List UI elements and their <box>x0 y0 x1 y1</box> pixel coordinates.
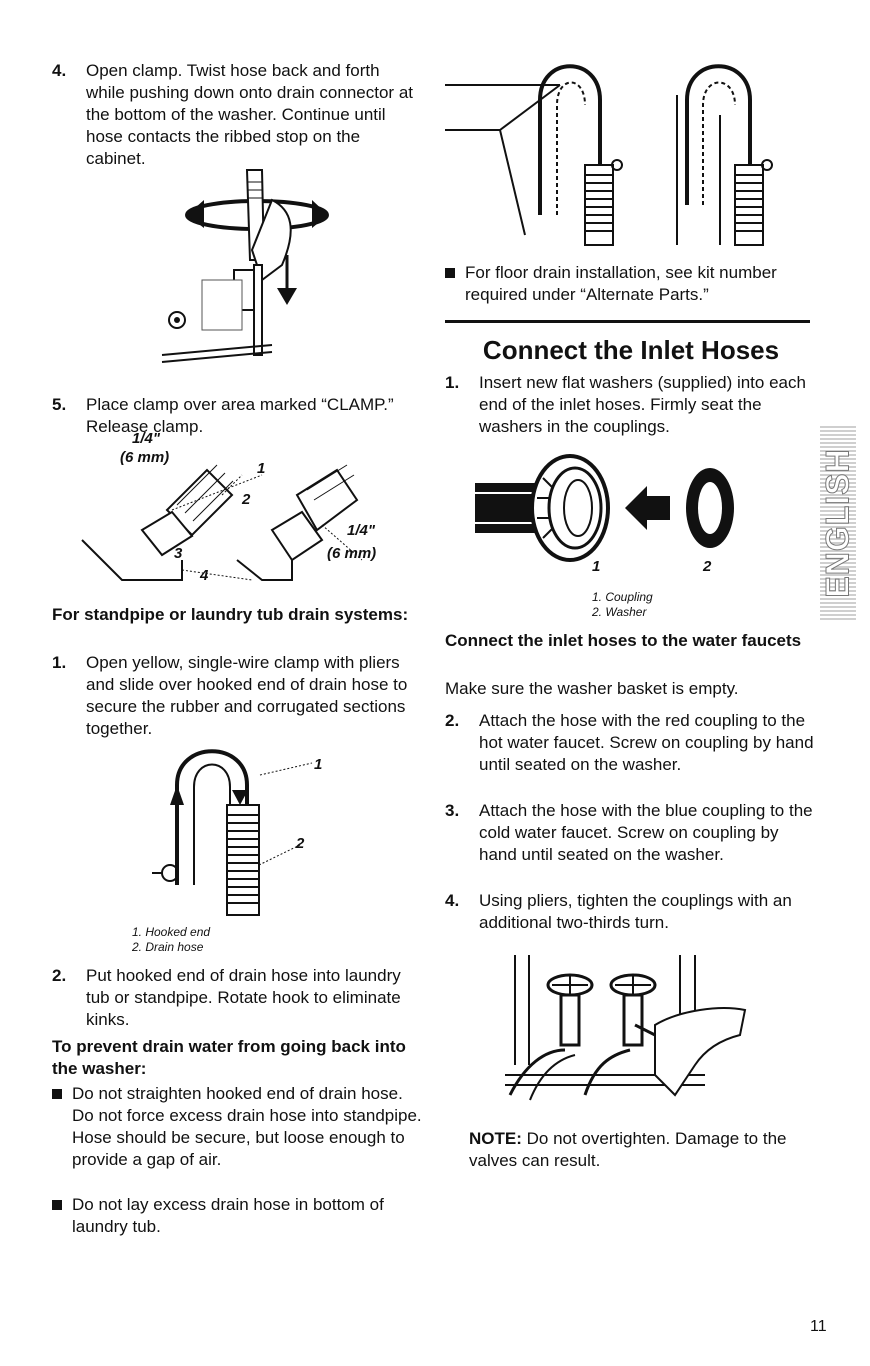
callout-4: 4 <box>200 567 209 584</box>
step-text: Put hooked end of drain hose into laundr… <box>86 966 401 1029</box>
caption-washer: 2. Washer <box>592 605 647 619</box>
step-number: 4. <box>445 891 460 910</box>
callout-2: 2 <box>703 558 712 575</box>
clamp-placement-illustration <box>81 464 363 581</box>
section-title: Connect the Inlet Hoses <box>482 335 780 365</box>
empty-basket-note: Make sure the washer basket is empty. <box>445 679 739 698</box>
twist-hose-illustration <box>161 169 329 363</box>
callout-2: 2 <box>296 835 305 852</box>
faucet-heading: Connect the inlet hoses to the water fau… <box>445 631 802 650</box>
section-divider <box>445 320 810 323</box>
bullet-marker <box>52 1089 62 1099</box>
bullet-marker <box>445 268 455 278</box>
step-number: 5. <box>52 395 67 414</box>
dim-label-2: 1/4" <box>347 522 375 539</box>
overtighten-note: NOTE: Do not overtighten. Damage to the … <box>469 1128 817 1172</box>
standpipe-heading: For standpipe or laundry tub drain syste… <box>52 605 409 624</box>
note-text: Do not overtighten. Damage to the valves… <box>469 1129 787 1170</box>
bullet-text: Do not lay excess drain hose in bottom o… <box>72 1195 384 1236</box>
bullet-marker <box>52 1200 62 1210</box>
dim-label-1: 1/4" <box>132 430 160 447</box>
note-label: NOTE: <box>469 1129 522 1148</box>
step-number: 2. <box>445 711 460 730</box>
page-number: 11 <box>810 1318 827 1335</box>
side-tab-label: ENGLISH <box>819 447 856 598</box>
step-number: 4. <box>52 61 67 80</box>
callout-1: 1 <box>257 460 266 477</box>
step-text: Using pliers, tighten the couplings with… <box>479 891 792 932</box>
bullet-text: For floor drain installation, see kit nu… <box>465 263 777 304</box>
coupling-washer-illustration <box>475 454 734 562</box>
dim-label-1-mm: (6 mm) <box>120 449 170 466</box>
bullet-text: Do not straighten hooked end of drain ho… <box>72 1084 422 1169</box>
step-number: 3. <box>445 801 460 820</box>
callout-3: 3 <box>174 545 183 562</box>
step-text: Attach the hose with the red coupling to… <box>479 711 814 774</box>
language-side-tab: ENGLISH <box>819 425 856 620</box>
prevent-heading: To prevent drain water from going back i… <box>52 1037 406 1078</box>
step-text: Open clamp. Twist hose back and forth wh… <box>86 61 413 168</box>
callout-1: 1 <box>592 558 601 575</box>
caption-coupling: 1. Coupling <box>592 590 653 604</box>
caption-hooked-end: 1. Hooked end <box>132 925 211 939</box>
caption-drain-hose: 2. Drain hose <box>132 940 204 954</box>
step-text: Place clamp over area marked “CLAMP.” Re… <box>86 395 394 436</box>
drain-hose-hook-illustration <box>445 64 773 246</box>
step-text: Open yellow, single-wire clamp with plie… <box>86 653 408 738</box>
step-text: Insert new flat washers (supplied) into … <box>479 373 806 436</box>
step-number: 1. <box>52 653 67 672</box>
callout-2: 2 <box>242 491 251 508</box>
callout-1: 1 <box>314 756 323 773</box>
step-number: 2. <box>52 966 67 985</box>
step-number: 1. <box>445 373 460 392</box>
hooked-end-illustration <box>152 749 313 916</box>
dim-label-2-mm: (6 mm) <box>327 545 377 562</box>
faucet-illustration <box>505 955 747 1101</box>
step-text: Attach the hose with the blue coupling t… <box>479 801 813 864</box>
